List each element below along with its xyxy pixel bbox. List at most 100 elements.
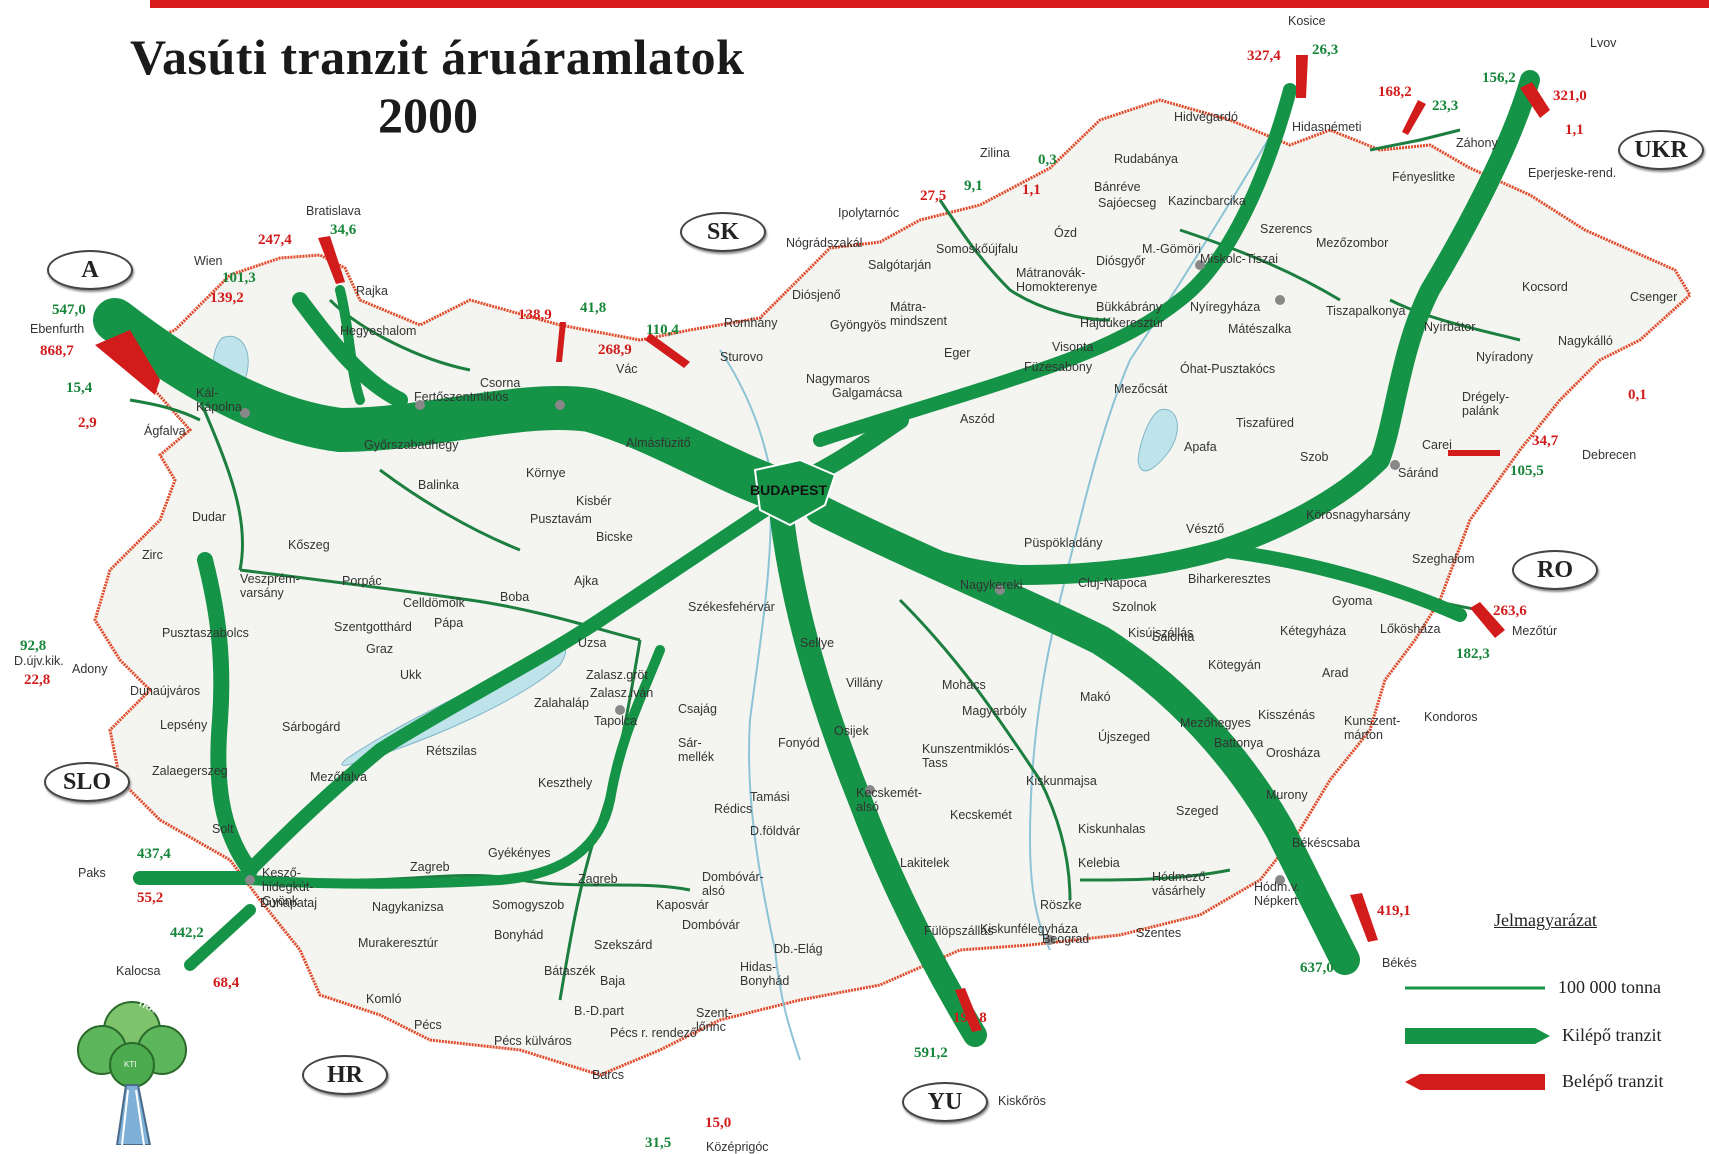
flow-value: 23,3 [1432,98,1459,114]
flow-value: 0,3 [1038,152,1057,168]
flow-value: 247,4 [258,232,292,248]
city-label: Ipolytarnóc [838,206,900,220]
flow-value: 41,8 [580,300,607,316]
corridor-cluj [1213,543,1467,622]
city-label: Pápa [434,616,464,630]
city-label: Lakitelek [900,856,950,870]
city-label: Nagymaros [806,372,870,386]
city-label: Szekszárd [594,938,653,952]
flow-value: 419,1 [1377,903,1411,919]
city-label: Zirc [142,548,163,562]
rail-line [1369,128,1461,152]
city-label: Békéscsaba [1292,836,1361,850]
city-label: Orosháza [1266,746,1321,760]
city-label: Dunapataj [260,896,317,910]
corridor-zagreb [197,552,258,878]
transorg-logo: TRANSORG KTI [77,998,187,1145]
flow-value: 1,1 [1565,122,1584,138]
city-label: Középrigóc [706,1140,769,1154]
corridor-west [93,298,802,512]
station-dot [240,408,250,418]
city-label: Hidvégardó [1174,110,1238,124]
city-label: Szentgotthárd [334,620,412,634]
flow-value: 168,2 [1378,84,1412,100]
city-label: Celldömölk [403,596,465,610]
city-label: Kétegyháza [1280,624,1347,638]
station-dot [415,400,425,410]
flow-value: 139,2 [210,290,244,306]
city-label: Lvov [1590,36,1617,50]
city-label: Aszód [960,412,995,426]
city-label: Murony [1266,788,1308,802]
city-label: Tapolca [594,714,638,728]
city-label: Sáránd [1398,466,1439,480]
city-label: Bátaszék [544,964,596,978]
legend-title: Jelmagyarázat [1494,910,1597,930]
city-label: Tamási [750,790,790,804]
city-label: Rédics [714,802,753,816]
city-label: Hidasnémeti [1292,120,1362,134]
station-dot [245,875,255,885]
city-label: Bonyhád [494,928,544,942]
city-label: Fertőszentmiklós [414,390,509,404]
flow-value: 2,9 [78,415,97,431]
city-label: Dunaújváros [130,684,201,698]
city-label: Mohács [942,678,986,692]
city-label: Sellye [800,636,835,650]
flow-value: 263,6 [1493,603,1527,619]
city-label: Füzesabony [1024,360,1093,374]
flow-value: 26,3 [1312,42,1339,58]
city-label: Mezőhegyes [1180,716,1251,730]
city-label: Bicske [596,530,633,544]
city-label: Somogyszob [492,898,565,912]
city-label: Lőkösháza [1380,622,1441,636]
exit-corridors [93,70,1540,1047]
map-title: Vasúti tranzit áruáramlatok [130,29,745,85]
city-label: Carei [1422,438,1452,452]
city-label: Rudabánya [1114,152,1178,166]
city-label: Rétszilas [426,744,477,758]
flow-value: 105,5 [1510,463,1544,479]
city-label: Kalocsa [116,964,161,978]
city-label: Ebenfurth [30,322,85,336]
city-label: Fényeslitke [1392,170,1456,184]
city-label: Kőszeg [288,538,330,552]
city-label: Keszthely [538,776,593,790]
city-label: Püspökladány [1024,536,1103,550]
city-label: Komló [366,992,402,1006]
station-dot [865,785,875,795]
city-label: Kunszentmiklós-Tass [922,742,1014,770]
city-label: Vésztő [1186,522,1225,536]
entry-cluj [1470,602,1505,638]
rail-line [198,399,245,571]
city-label: Ágfalva [144,424,186,438]
city-label: Dombóvár-alsó [702,870,764,898]
city-label: Nyíradony [1476,350,1533,364]
city-label: Romhány [724,316,778,330]
city-label: Csorna [480,376,521,390]
city-label: Balinka [418,478,459,492]
country-label-yu: YU [902,1082,988,1122]
city-label: Kisszénás [1258,708,1315,722]
rail-line [1179,228,1341,302]
city-label: Nagykálló [1558,334,1613,348]
city-label: Salonta [1152,630,1195,644]
logo-sub-text: KTI [124,1060,136,1069]
city-label: Sár-mellék [678,736,715,764]
city-label: Székesfehérvár [688,600,775,614]
flow-value: 1,1 [1022,182,1041,198]
city-label: Baja [600,974,626,988]
corridor-arad [805,495,1360,975]
city-label: Eperjeske-rend. [1528,166,1617,180]
country-label-a: A [47,250,133,290]
city-label: Pécs r. rendező [610,1026,697,1040]
city-label: Békés [1382,956,1417,970]
city-label: Veszprém-varsány [240,572,300,600]
flow-value: 194,8 [953,1010,987,1026]
city-label: Zilina [980,146,1010,160]
city-label: Diósjenő [792,288,841,302]
city-label: Kiskunfélegyháza [980,922,1078,936]
city-label: Zalahaláp [534,696,589,710]
corridor-sw [243,493,787,877]
city-label: Győrszabadhegy [364,438,459,452]
